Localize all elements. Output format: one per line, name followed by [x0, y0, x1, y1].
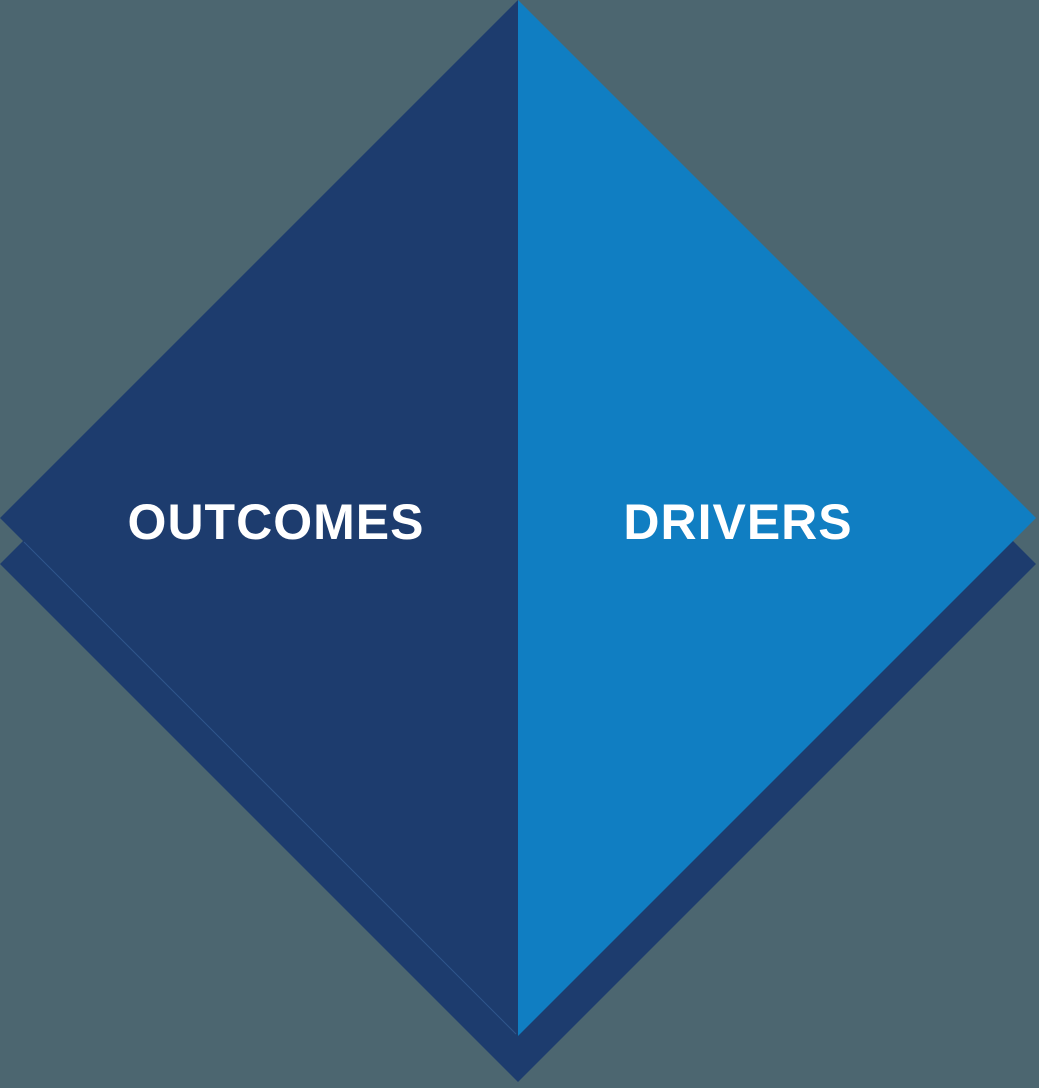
diamond-edge-highlight — [23, 541, 517, 1035]
outcomes-label: OUTCOMES — [128, 494, 425, 550]
drivers-label: DRIVERS — [623, 494, 852, 550]
outcomes-half — [0, 0, 518, 1036]
drivers-half — [518, 0, 1036, 1036]
